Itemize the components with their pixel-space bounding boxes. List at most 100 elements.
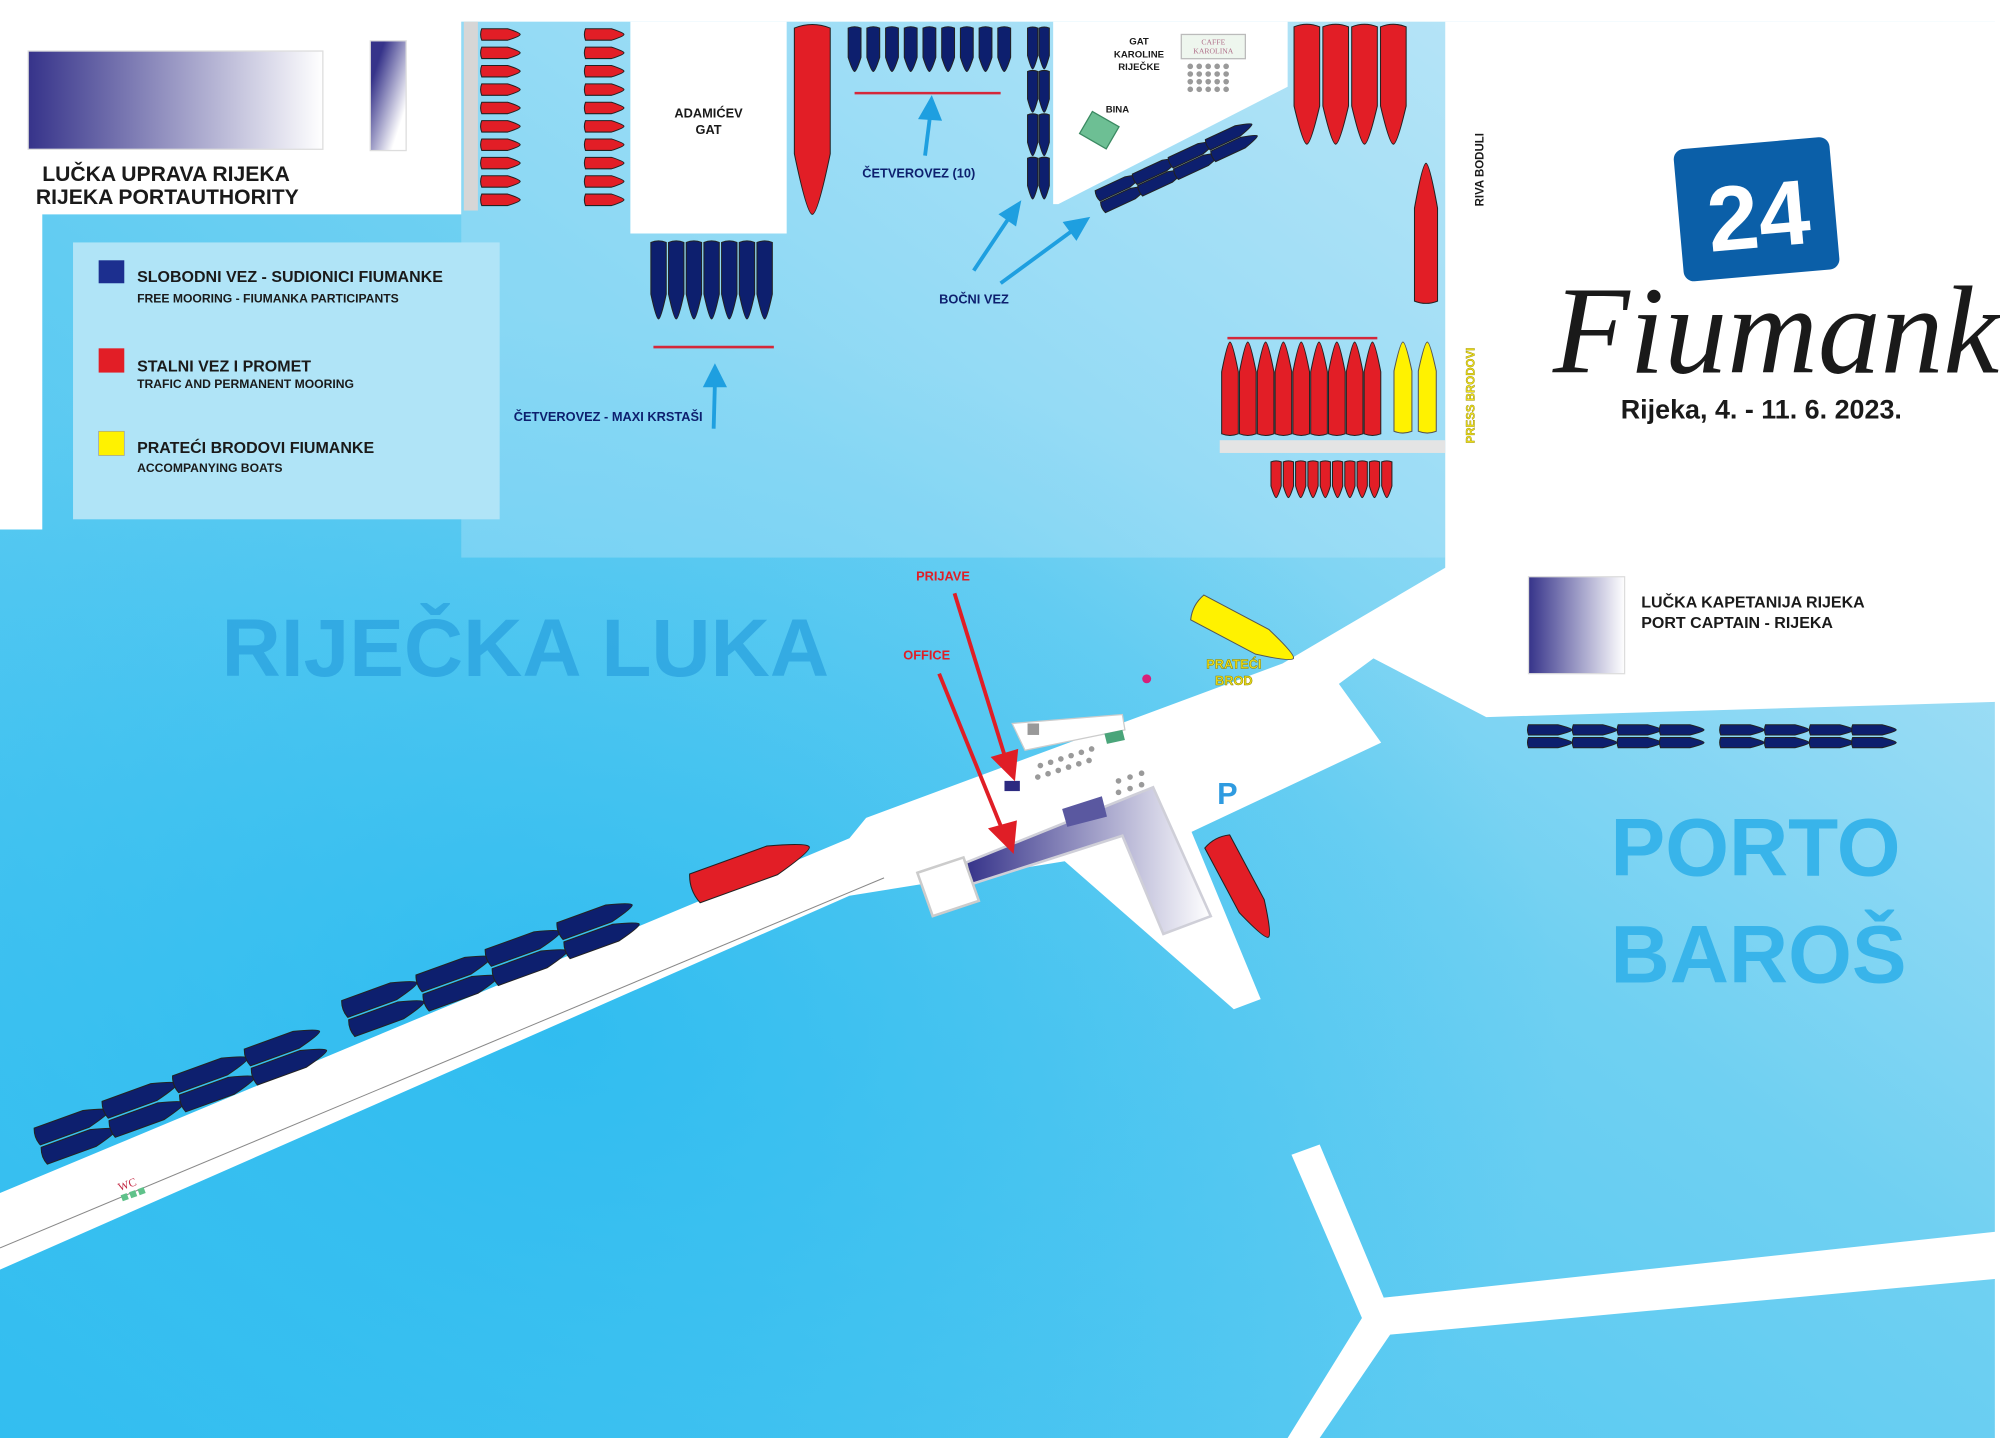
free-mooring-boat (1763, 736, 1810, 749)
port-authority-building (27, 50, 324, 150)
free-mooring-boat (250, 1048, 328, 1086)
permanent-mooring-boat (583, 138, 625, 151)
free-mooring-boat (415, 955, 492, 993)
wc-icon (120, 1187, 146, 1202)
free-mooring-boat (33, 1108, 110, 1146)
permanent-mooring-boat (583, 175, 625, 188)
permanent-mooring-boat (1310, 341, 1328, 436)
table-icon (1196, 71, 1203, 77)
office-label: OFFICE (903, 648, 950, 663)
cetverovez-10-label: ČETVEROVEZ (10) (862, 165, 975, 180)
table-icon (1037, 762, 1044, 769)
table-icon (1058, 756, 1064, 762)
permanent-mooring-boat (689, 844, 810, 904)
table-icon (1214, 78, 1220, 85)
gat-karoline-label: RIJEČKE (1118, 61, 1160, 73)
table-icon (1205, 86, 1212, 93)
permanent-mooring-boat (1363, 341, 1382, 436)
legend-title-free: SLOBODNI VEZ - SUDIONICI FIUMANKE (137, 269, 443, 286)
table-icon (1196, 78, 1203, 85)
kiosk-area (1011, 713, 1126, 751)
office-marker (1004, 780, 1020, 792)
stage-bina (1078, 110, 1120, 150)
free-mooring-boat (1616, 736, 1663, 749)
free-mooring-boat (903, 26, 918, 72)
free-mooring-boat (1526, 736, 1573, 749)
free-mooring-boat (1658, 736, 1705, 749)
free-mooring-boat (484, 929, 561, 967)
free-mooring-boat (1571, 736, 1618, 749)
port-authority-annex (369, 40, 407, 152)
prateci-brod-label: PRATEĆI (1206, 657, 1261, 672)
legend-swatch-free (98, 260, 125, 284)
free-mooring-boat (1027, 69, 1039, 113)
permanent-mooring-boat (1351, 23, 1378, 145)
permanent-mooring-boat (1295, 460, 1307, 499)
permanent-mooring-boat (583, 28, 625, 41)
permanent-mooring-boat (1327, 341, 1346, 436)
table-icon (1214, 86, 1220, 93)
permanent-mooring-boat (1381, 460, 1393, 499)
free-mooring-boat (997, 26, 1012, 72)
permanent-mooring-boat (583, 64, 625, 78)
legend-sub-accompanying: ACCOMPANYING BOATS (137, 461, 282, 475)
gat-karoline-label: GAT (1129, 37, 1149, 48)
free-mooring-boat (1038, 26, 1050, 70)
permanent-mooring-boat (1274, 341, 1293, 436)
permanent-mooring-boat (1307, 460, 1319, 499)
caffe-label: CAFFE (1201, 38, 1225, 47)
free-mooring-boat (922, 26, 937, 72)
terminal-entrance (915, 855, 981, 918)
legend-box (73, 242, 500, 520)
free-mooring-boat (108, 1101, 185, 1138)
permanent-mooring-boat (1356, 460, 1368, 499)
quay-strip (463, 21, 478, 211)
permanent-mooring-boat (480, 175, 521, 188)
permanent-mooring-boat (480, 156, 521, 170)
free-mooring-boat (1808, 736, 1855, 749)
authority-name-en: RIJEKA PORTAUTHORITY (36, 186, 299, 209)
permanent-mooring-boat (480, 138, 521, 151)
table-icon (1138, 770, 1145, 777)
permanent-mooring-boat (480, 101, 521, 115)
boats (33, 23, 1897, 1165)
free-mooring-boat (1038, 113, 1050, 157)
permanent-mooring-boat (480, 46, 521, 60)
free-mooring-boat (1616, 724, 1663, 736)
free-mooring-boat (650, 240, 667, 320)
free-mooring-boat (563, 922, 640, 960)
table-icon (1196, 86, 1203, 93)
authority-name: LUČKA UPRAVA RIJEKA (42, 162, 290, 186)
permanent-mooring-boat (1270, 460, 1282, 499)
accompanying-boat (1393, 341, 1413, 434)
permanent-mooring-boat (583, 156, 625, 170)
free-mooring-boat (348, 1000, 425, 1038)
table-icon (1205, 63, 1212, 70)
port-captain-building (1527, 576, 1626, 675)
table-icon (1127, 785, 1133, 792)
free-mooring-boat (179, 1075, 256, 1113)
permanent-mooring-boat (1380, 23, 1407, 145)
free-mooring-boat (721, 240, 738, 320)
quay-strip (1219, 440, 1446, 453)
permanent-mooring-boat (583, 120, 625, 133)
porto-baros-label: BAROŠ (1611, 910, 1907, 1001)
table-icon (1055, 767, 1062, 774)
permanent-mooring-boat (1368, 460, 1381, 499)
legend-sub-permanent: TRAFIC AND PERMANENT MOORING (137, 377, 354, 391)
edition-badge (1673, 137, 1840, 282)
table-icon (1187, 78, 1194, 85)
free-mooring-boat (1719, 724, 1765, 736)
permanent-mooring-boat (480, 193, 521, 207)
blue-arrows (702, 95, 1091, 429)
red-arrows (937, 592, 1019, 855)
edition-number: 24 (1703, 160, 1814, 271)
caffe-karolina-sign (1180, 33, 1246, 60)
free-mooring-boat (866, 26, 881, 72)
free-mooring-boat (1851, 724, 1897, 736)
permanent-mooring-boat (583, 83, 625, 96)
parking-icon: P (1217, 776, 1238, 811)
table-icon (1115, 789, 1122, 796)
arrow-bocni-vez-2 (999, 228, 1075, 285)
prijave-label: PRIJAVE (916, 569, 970, 584)
